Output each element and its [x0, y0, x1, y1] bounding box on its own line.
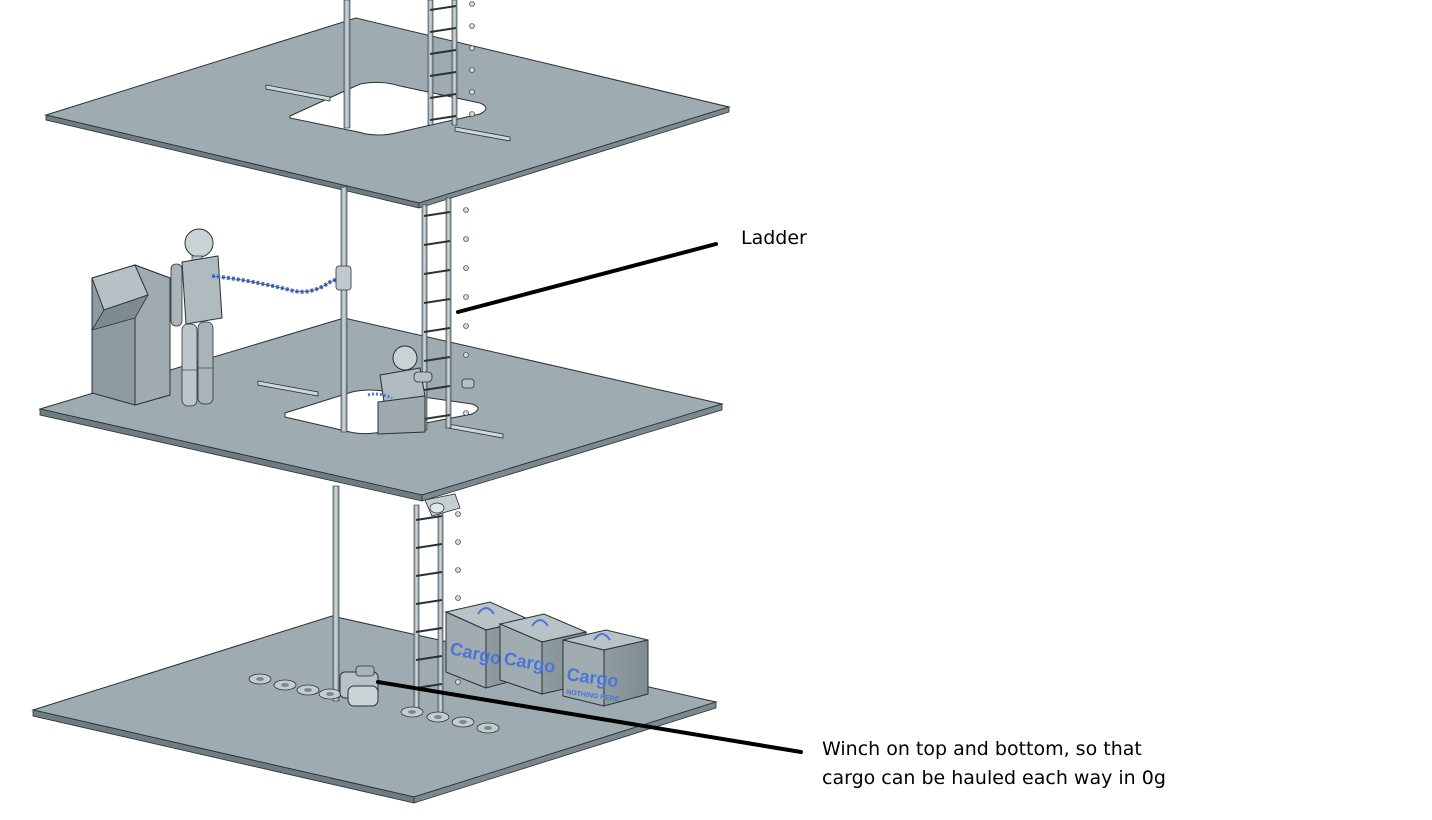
floor-ring-hole: [256, 677, 264, 681]
ladder-peg: [463, 236, 469, 242]
ladder-rung: [415, 543, 443, 549]
ladder-callout-label: Ladder: [741, 227, 807, 249]
ladder-rung: [415, 655, 443, 661]
floor-ring-hole: [408, 710, 416, 714]
floor-ring-hole: [304, 688, 312, 692]
ladder-rung: [415, 627, 443, 633]
astronaut-figure-climbing: [367, 345, 475, 435]
floor-ring-hole: [484, 726, 492, 730]
ladder-peg: [469, 45, 475, 51]
ladder-peg: [455, 511, 461, 517]
ladder-rung: [429, 93, 457, 99]
floor-ring-hole: [434, 715, 442, 719]
ladder-rung: [429, 115, 457, 121]
ladder-rung: [429, 27, 457, 33]
ladder-rung: [415, 599, 443, 605]
winch-callout-label-line-2: cargo can be hauled each way in 0g: [822, 767, 1166, 789]
ladder-rung: [423, 356, 451, 362]
winch-callout-label-line-1: Winch on top and bottom, so that: [822, 738, 1142, 760]
winch-leader-line: [376, 680, 803, 754]
ladder-peg: [463, 410, 469, 416]
ladder-peg: [463, 323, 469, 329]
tether-cable: [211, 265, 352, 294]
ladder-peg: [469, 23, 475, 29]
ladder-peg: [469, 67, 475, 73]
ladder-rung: [429, 49, 457, 55]
ladder-rung: [429, 71, 457, 77]
ladder-rung: [423, 240, 451, 246]
ladder-rung: [423, 269, 451, 275]
ladder-rung: [415, 515, 443, 521]
ladder-rung: [423, 298, 451, 304]
ladder-middle-section: [421, 197, 469, 431]
control-console: [91, 264, 171, 406]
ladder-rung: [423, 385, 451, 391]
ladder-peg: [469, 111, 475, 117]
ladder-peg: [469, 1, 475, 7]
ladder-peg: [463, 294, 469, 300]
cargo-box-3: Cargo NOTHING HERE: [562, 629, 649, 707]
floor-ring-hole: [459, 720, 467, 724]
ladder-peg: [455, 539, 461, 545]
ladder-rung: [423, 211, 451, 217]
ladder-rung: [423, 414, 451, 420]
lower-winch: [339, 665, 379, 707]
ladder-peg: [469, 89, 475, 95]
ladder-peg: [463, 207, 469, 213]
ladder-rung: [415, 571, 443, 577]
ladder-leader-line: [456, 242, 718, 314]
ladder-peg: [455, 679, 461, 685]
upper-winch: [424, 493, 461, 517]
top-deck: [44, 17, 731, 209]
floor-anchor-rings: [248, 673, 500, 734]
top-deck-hatch: [289, 81, 487, 136]
ladder-peg: [463, 352, 469, 358]
ladder-peg: [455, 567, 461, 573]
ladder-peg: [463, 265, 469, 271]
ladder-peg: [455, 595, 461, 601]
ladder-rung: [423, 327, 451, 333]
ladder-rung: [429, 5, 457, 11]
ladder-upper-section: [427, 0, 475, 126]
floor-ring-hole: [326, 692, 334, 696]
astronaut-figure-standing: [170, 228, 223, 407]
guide-pole: [332, 0, 351, 702]
floor-ring-hole: [281, 683, 289, 687]
